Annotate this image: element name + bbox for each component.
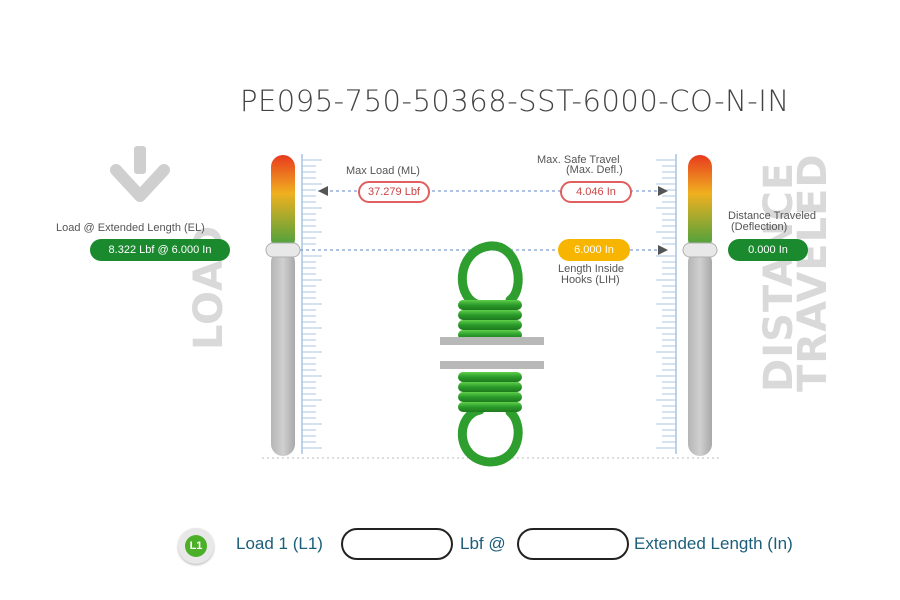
load-1-input[interactable] [341, 528, 453, 560]
extended-length-load-value: 8.322 Lbf @ 6.000 In [90, 239, 230, 261]
distance-slider-handle[interactable] [682, 242, 718, 258]
arrow-right-icon [658, 186, 668, 196]
distance-traveled-value: 0.000 In [728, 239, 808, 261]
distance-gauge [682, 155, 718, 456]
length-inside-hooks-label-line2: Hooks (LIH) [561, 274, 620, 286]
distance-traveled-label: Distance Traveled [728, 210, 817, 222]
l1-badge: L1 [178, 528, 214, 564]
extended-length-label: Extended Length (In) [634, 534, 793, 553]
extended-length-input[interactable] [517, 528, 629, 560]
length-inside-hooks-value: 6.000 In [558, 239, 630, 261]
arrow-right-icon [658, 245, 668, 255]
load-gauge [265, 155, 301, 456]
length-inside-hooks-label-line1: Length Inside [558, 263, 625, 275]
distance-axis-word-line2: TRAVELED [790, 153, 836, 392]
extension-spring [440, 241, 544, 467]
arrow-down-icon [110, 146, 170, 202]
right-ruler [656, 154, 677, 454]
load-1-label: Load 1 (L1) [236, 534, 323, 553]
deflection-label: (Deflection) [731, 221, 788, 233]
arrow-left-icon [318, 186, 328, 196]
max-safe-travel-value: 4.046 In [560, 181, 632, 203]
load-slider-handle[interactable] [265, 242, 301, 258]
max-deflection-label: (Max. Defl.) [566, 164, 623, 176]
max-safe-travel-label: Max. Safe Travel [537, 154, 620, 166]
max-load-label: Max Load (ML) [346, 165, 420, 177]
part-number-title: PE095-750-50368-SST-6000-CO-N-IN [240, 84, 790, 118]
l1-badge-label: L1 [185, 535, 207, 557]
lbf-at-label: Lbf @ [460, 534, 506, 553]
max-load-value: 37.279 Lbf [358, 181, 430, 203]
left-ruler [301, 154, 322, 454]
extended-length-load-label: Load @ Extended Length (EL) [56, 222, 205, 234]
